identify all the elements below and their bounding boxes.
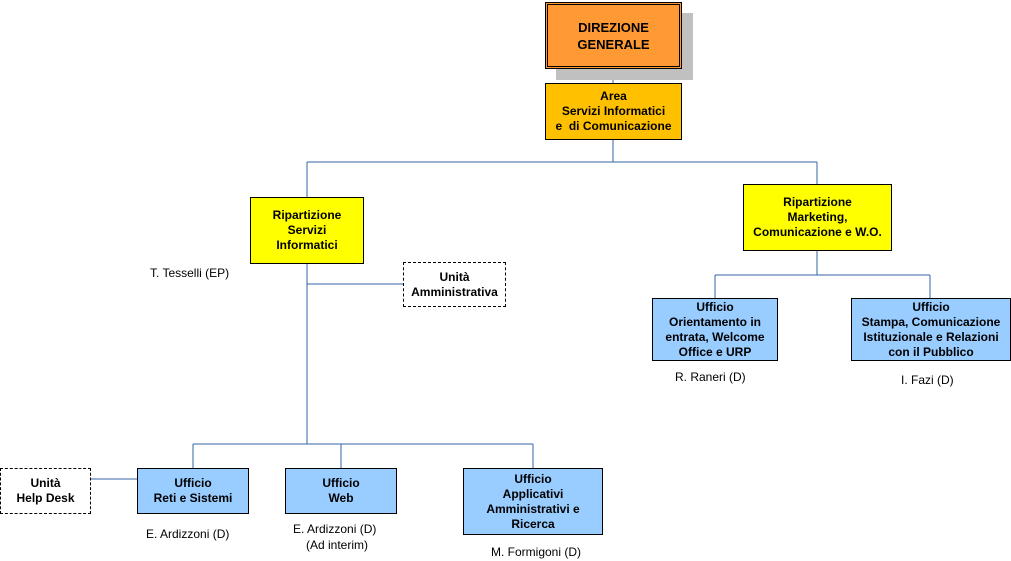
area-line-3: e di Comunicazione <box>555 119 672 133</box>
uff-web-head: E. Ardizzoni (D) <box>293 522 377 536</box>
ufficio-orientamento-box: Ufficio Orientamento in entrata, Welcome… <box>652 298 778 361</box>
uff-applicativi-line-2: Applicativi <box>502 486 564 501</box>
rip-marketing-line-3: Comunicazione e W.O. <box>753 225 882 239</box>
uff-orientamento-line-2: Orientamento in <box>668 314 761 329</box>
unita-helpdesk-line-1: Unità <box>30 476 61 490</box>
ripartizione-servizi-box: Ripartizione Servizi Informatici <box>250 197 364 264</box>
uff-reti-line-1: Ufficio <box>174 476 212 490</box>
uff-web-head-note: (Ad interim) <box>306 538 369 552</box>
uff-applicativi-line-4: Ricerca <box>511 516 555 531</box>
ufficio-reti-box: Ufficio Reti e Sistemi <box>137 468 249 514</box>
rip-servizi-line-3: Informatici <box>276 238 338 252</box>
area-line-2: Servizi Informatici <box>561 104 666 118</box>
uff-applicativi-line-3: Amministrativi e <box>486 501 580 516</box>
rip-servizi-head: T. Tesselli (EP) <box>150 266 230 280</box>
uff-reti-head: E. Ardizzoni (D) <box>146 527 230 541</box>
uff-orientamento-line-4: Office e URP <box>678 344 752 359</box>
unita-amm-line-1: Unità <box>439 269 470 284</box>
ufficio-stampa-box: Ufficio Stampa, Comunicazione Istituzion… <box>851 298 1011 361</box>
uff-orientamento-line-1: Ufficio <box>696 299 734 314</box>
uff-stampa-line-3: Istituzionale e Relazioni <box>863 329 999 344</box>
unita-helpdesk-line-2: Help Desk <box>16 491 75 505</box>
ufficio-web-box: Ufficio Web <box>285 468 397 514</box>
uff-applicativi-line-1: Ufficio <box>514 471 552 486</box>
unita-amm-line-2: Amministrativa <box>411 284 498 299</box>
direzione-generale-box: DIREZIONE GENERALE <box>545 2 682 69</box>
uff-web-line-2: Web <box>328 491 354 505</box>
uff-stampa-line-4: con il Pubblico <box>888 344 974 359</box>
rip-servizi-line-1: Ripartizione <box>272 208 342 222</box>
rip-marketing-line-2: Marketing, <box>787 210 848 224</box>
unita-helpdesk-box: Unità Help Desk <box>0 468 91 514</box>
uff-web-line-1: Ufficio <box>322 476 360 490</box>
ripartizione-marketing-box: Ripartizione Marketing, Comunicazione e … <box>743 184 892 251</box>
unita-amministrativa-box: Unità Amministrativa <box>403 262 506 307</box>
uff-stampa-line-2: Stampa, Comunicazione <box>861 314 1001 329</box>
uff-reti-line-2: Reti e Sistemi <box>153 491 233 505</box>
rip-marketing-line-1: Ripartizione <box>783 195 852 209</box>
ufficio-applicativi-box: Ufficio Applicativi Amministrativi e Ric… <box>463 468 603 535</box>
area-line-1: Area <box>600 89 627 103</box>
rip-servizi-line-2: Servizi <box>287 223 327 237</box>
direzione-line-1: DIREZIONE <box>578 19 649 35</box>
uff-stampa-line-1: Ufficio <box>912 299 950 314</box>
uff-orientamento-head: R. Raneri (D) <box>675 370 746 384</box>
uff-applicativi-head: M. Formigoni (D) <box>491 545 582 559</box>
area-servizi-box: Area Servizi Informatici e di Comunicazi… <box>545 83 682 140</box>
uff-orientamento-line-3: entrata, Welcome <box>665 329 765 344</box>
uff-stampa-head: I. Fazi (D) <box>901 373 954 387</box>
direzione-line-2: GENERALE <box>577 36 650 52</box>
